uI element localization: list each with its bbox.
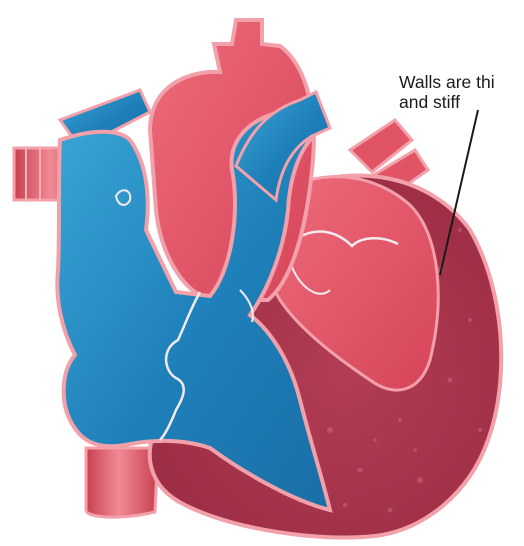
annotation-line-2: and stiff bbox=[399, 92, 524, 112]
wall-annotation: Walls are thi and stiff bbox=[399, 72, 524, 112]
annotation-line-1: Walls are thi bbox=[399, 72, 524, 92]
inferior-vena-cava bbox=[86, 448, 158, 517]
